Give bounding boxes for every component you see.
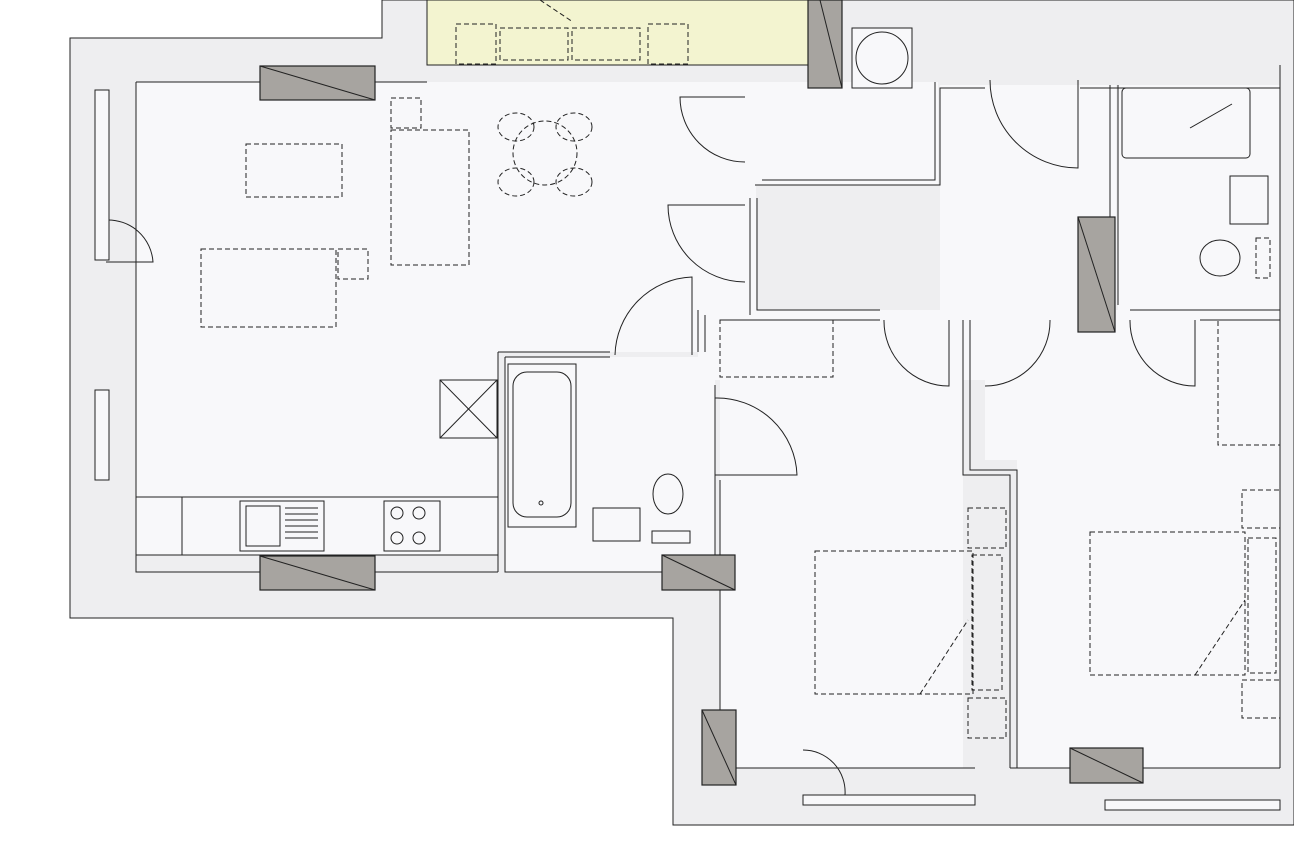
wardrobe [971, 554, 1003, 691]
door-swing [1129, 319, 1196, 387]
chimney-breast [807, 0, 843, 89]
side-table [337, 248, 369, 280]
coffee-table [245, 143, 343, 198]
neighbour-furniture [455, 0, 689, 65]
chimney-breast [1077, 216, 1116, 333]
chimney-breasts [259, 0, 1144, 786]
chimney-breast [259, 65, 376, 101]
toilet-icon [652, 473, 684, 515]
door-swing [679, 96, 746, 163]
door-swing [989, 79, 1079, 169]
dining-chair [497, 112, 535, 142]
wardrobe [1247, 537, 1277, 674]
door-swing [105, 219, 154, 263]
dining-table [512, 120, 578, 186]
chimney-breast [259, 555, 376, 591]
bedside-table [1241, 679, 1281, 719]
dining-chair [555, 112, 593, 142]
neighbour-unit [426, 0, 809, 66]
bedroom-1-furniture [814, 507, 1007, 739]
door-swing [614, 276, 693, 356]
living-floor-extension [498, 82, 698, 352]
double-bed [814, 550, 974, 695]
bedroom-2-floor [1017, 380, 1280, 768]
bedroom-1-floor [720, 380, 963, 768]
window [1104, 799, 1281, 811]
chimney-breast [661, 554, 736, 591]
living-kitchen-floor [136, 82, 498, 555]
wardrobe [719, 319, 834, 378]
hallway-floor [698, 82, 938, 185]
shower-tray-icon [1121, 87, 1251, 159]
sofa [390, 129, 470, 266]
ensuite-fixtures [1121, 87, 1271, 279]
sofa [200, 248, 337, 328]
bedroom-2-floor [985, 320, 1017, 460]
double-bed [1089, 531, 1246, 676]
door-swing [883, 319, 950, 387]
windows [94, 89, 1281, 811]
basin-icon [592, 507, 641, 542]
hall-fixtures [719, 27, 913, 378]
basin-icon [1229, 175, 1269, 225]
sink-bowl [245, 505, 281, 547]
door-swing [984, 319, 1051, 387]
window [802, 794, 976, 806]
boiler-cupboard [851, 27, 913, 89]
drainer [285, 507, 318, 539]
door-swing [667, 204, 746, 283]
wardrobe [1217, 319, 1281, 446]
dining-chair [497, 167, 535, 197]
window [94, 389, 110, 481]
bathtub-inner [512, 371, 572, 518]
toilet-icon [1199, 239, 1241, 277]
side-table [390, 97, 422, 129]
chimney-breast [701, 709, 737, 786]
door-swing [802, 749, 846, 796]
hallway-floor [698, 185, 756, 320]
window [94, 89, 110, 261]
cistern [651, 530, 691, 544]
bedside-table [967, 697, 1007, 739]
kitchen [135, 379, 499, 556]
bedside-table [1241, 489, 1281, 529]
bathroom-fixtures [507, 363, 691, 544]
living-furniture [200, 97, 593, 328]
dining-chair [555, 167, 593, 197]
chimney-breast [1069, 747, 1144, 784]
bedside-table [967, 507, 1007, 549]
towel-rail [1255, 237, 1271, 279]
doors [105, 79, 1196, 796]
door-swing [714, 397, 798, 476]
bedroom-2-furniture [1089, 319, 1281, 719]
